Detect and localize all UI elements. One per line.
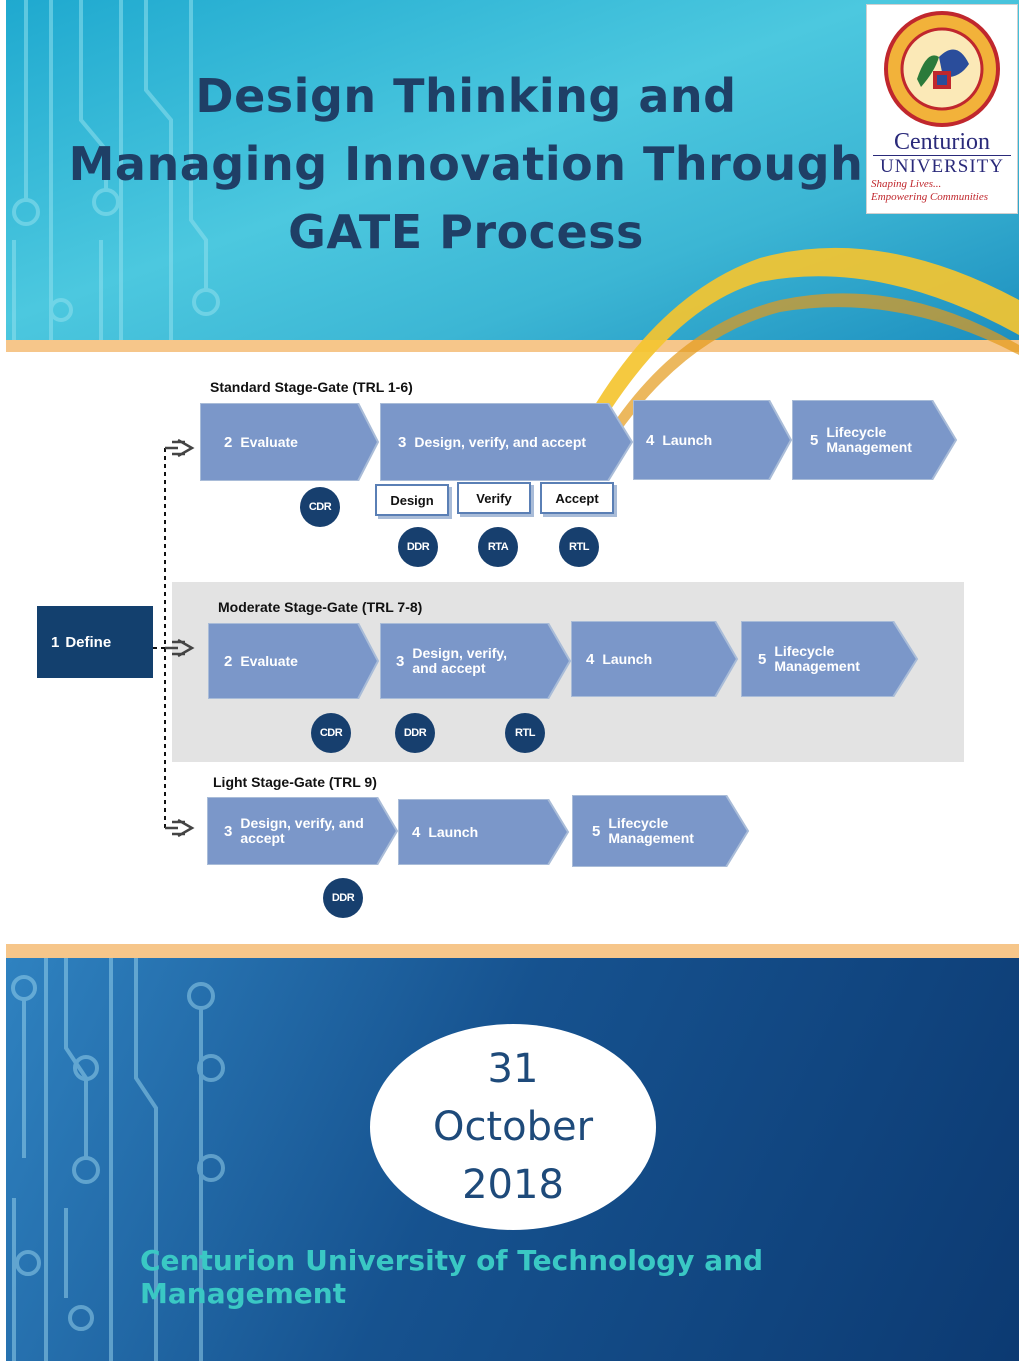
- stage-label: Design, verify, and accept: [412, 645, 508, 676]
- moderate-stage-3-chevron: [380, 623, 572, 699]
- gate-rtl: RTL: [559, 527, 599, 567]
- moderate-stage-5-chevron: [741, 621, 919, 697]
- standard-stage-5-chevron: [792, 400, 958, 480]
- stage-label: Evaluate: [240, 433, 298, 450]
- gate-cdr: CDR: [300, 487, 340, 527]
- stage-label: Lifecycle Management: [608, 815, 694, 846]
- define-box: 1 Define: [37, 606, 153, 678]
- stage-num: 5: [810, 431, 819, 449]
- stage-label: Launch: [662, 431, 713, 448]
- gate-ddr: DDR: [323, 878, 363, 918]
- header-banner: Design Thinking and Managing Innovation …: [6, 0, 1019, 340]
- define-num: 1: [51, 633, 60, 651]
- university-seal-icon: [884, 11, 1000, 127]
- standard-stage-5-text: 5 Lifecycle Management: [810, 400, 950, 480]
- stage-num: 3: [398, 433, 407, 451]
- moderate-stage-2-chevron: [208, 623, 380, 699]
- gate-ddr: DDR: [398, 527, 438, 567]
- stage-num: 5: [758, 650, 767, 668]
- standard-stage-4-chevron: [633, 400, 793, 480]
- define-label: Define: [65, 633, 112, 651]
- logo-tagline-2: Empowering Communities: [871, 191, 989, 203]
- light-stage-4-text: 4 Launch: [412, 799, 552, 865]
- logo-name-line1: Centurion: [894, 129, 990, 155]
- circuit-decoration: [11, 958, 225, 1361]
- standard-stage-gate-title: Standard Stage-Gate (TRL 1-6): [210, 379, 413, 395]
- logo-name-line2: UNIVERSITY: [873, 155, 1011, 178]
- logo-text: Centurion UNIVERSITY Shaping Lives... Em…: [867, 129, 1017, 204]
- stage-num: 4: [412, 823, 421, 841]
- standard-stage-3-chevron: [380, 403, 634, 481]
- standard-stage-3-text: 3 Design, verify, and accept: [398, 403, 588, 481]
- gate-ddr: DDR: [395, 713, 435, 753]
- gate-rtl: RTL: [505, 713, 545, 753]
- light-stage-5-chevron: [572, 795, 750, 867]
- stage-num: 3: [396, 652, 405, 670]
- page-title: Design Thinking and Managing Innovation …: [6, 62, 926, 266]
- subbox-design: Design: [375, 484, 449, 516]
- university-logo: Centurion UNIVERSITY Shaping Lives... Em…: [866, 4, 1018, 214]
- title-line-2: Managing Innovation Through: [68, 137, 864, 191]
- stage-num: 4: [646, 431, 655, 449]
- title-line-1: Design Thinking and: [195, 69, 737, 123]
- moderate-stage-gate-title: Moderate Stage-Gate (TRL 7-8): [218, 599, 423, 615]
- stage-label: Evaluate: [240, 652, 298, 669]
- subbox-accept: Accept: [540, 482, 614, 514]
- connector-lines: [153, 438, 195, 838]
- stage-num: 2: [224, 652, 233, 670]
- stage-label: Design, verify, and accept: [240, 815, 364, 846]
- stage-num: 3: [224, 822, 233, 840]
- moderate-stage-5-text: 5 Lifecycle Management: [758, 621, 908, 697]
- gate-cdr: CDR: [311, 713, 351, 753]
- gate-rta: RTA: [478, 527, 518, 567]
- standard-stage-4-text: 4 Launch: [646, 400, 776, 480]
- logo-tagline-1: Shaping Lives...: [871, 178, 942, 190]
- light-stage-3-chevron: [207, 797, 399, 865]
- moderate-stage-4-chevron: [571, 621, 739, 697]
- date-month: October: [432, 1104, 594, 1150]
- stage-num: 2: [224, 433, 233, 451]
- stage-label: Lifecycle Management: [826, 424, 912, 455]
- light-stage-gate-title: Light Stage-Gate (TRL 9): [213, 774, 377, 790]
- stage-num: 4: [586, 650, 595, 668]
- stage-num: 5: [592, 822, 601, 840]
- moderate-stage-3-text: 3 Design, verify, and accept: [396, 623, 546, 699]
- date-ellipse: [370, 1024, 656, 1230]
- date-year: 2018: [462, 1162, 564, 1208]
- divider-band-bottom: [6, 944, 1019, 958]
- light-stage-5-text: 5 Lifecycle Management: [592, 795, 742, 867]
- standard-stage-2-text: 2 Evaluate: [224, 403, 364, 481]
- light-stage-3-text: 3 Design, verify, and accept: [224, 797, 374, 865]
- moderate-stage-4-text: 4 Launch: [586, 621, 716, 697]
- light-stage-4-chevron: [398, 799, 570, 865]
- footer-institution: Centurion University of Technology and M…: [140, 1244, 764, 1310]
- stage-label: Lifecycle Management: [774, 643, 860, 674]
- presentation-date: 31 October 2018: [370, 1040, 656, 1214]
- standard-stage-2-chevron: [200, 403, 380, 481]
- stage-label: Launch: [602, 650, 653, 667]
- date-day: 31: [487, 1046, 539, 1092]
- circuit-decoration: [12, 0, 220, 340]
- stage-label: Design, verify, and accept: [414, 433, 587, 450]
- subbox-verify: Verify: [457, 482, 531, 514]
- moderate-stage-2-text: 2 Evaluate: [224, 623, 364, 699]
- stage-label: Launch: [428, 823, 479, 840]
